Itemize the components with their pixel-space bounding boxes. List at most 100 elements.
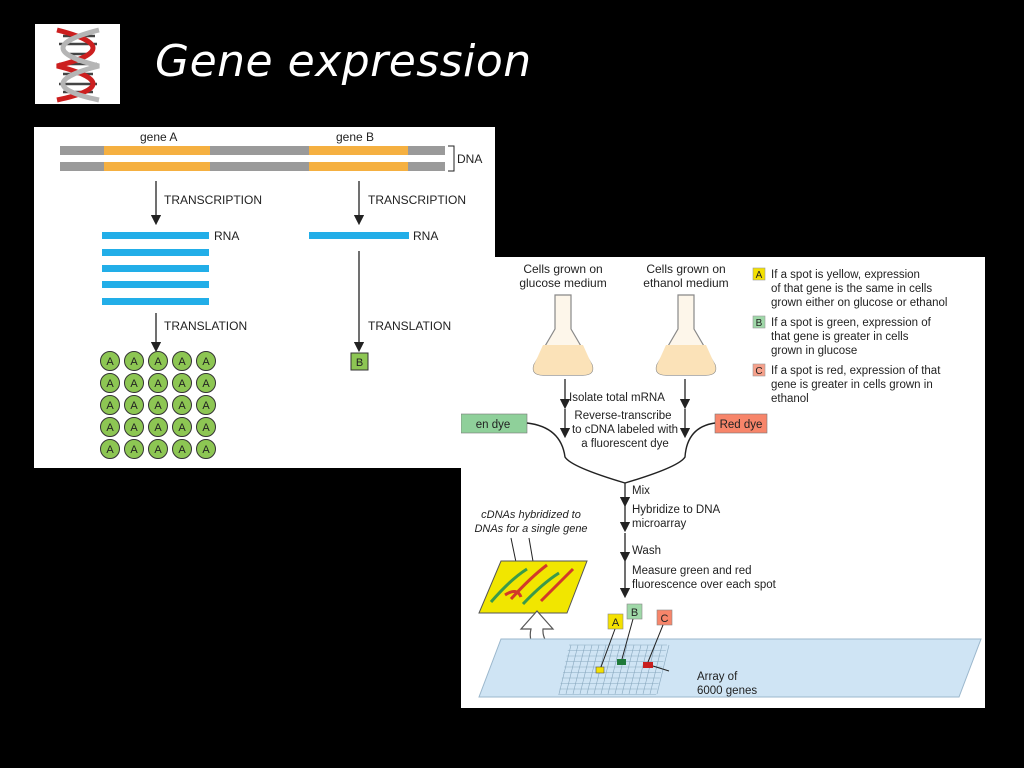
green-dye-label: en dye <box>476 419 511 431</box>
key-b-line-2: that gene is greater in cells <box>771 331 909 343</box>
protein-a-molecule <box>124 417 144 437</box>
translation-a-label: TRANSLATION <box>164 319 247 333</box>
spot-a <box>595 666 605 674</box>
step-measure-1: Measure green and red <box>632 565 752 577</box>
ethanol-flask <box>655 294 717 376</box>
step-reverse-3: a fluorescent dye <box>581 438 669 450</box>
cells-ethanol-label-1: Cells grown on <box>646 262 725 276</box>
cells-glucose-label-1: Cells grown on <box>523 262 602 276</box>
array-label-1: Array of <box>697 671 738 683</box>
dna-helix-icon <box>56 27 100 103</box>
protein-a-letter: A <box>202 422 210 434</box>
protein-a-molecule <box>196 417 216 437</box>
color-key: A If a spot is yellow, expression of tha… <box>752 267 947 405</box>
slide-title: Gene expression <box>155 36 532 87</box>
protein-a-letter: A <box>154 422 162 434</box>
protein-a-molecule <box>172 417 192 437</box>
protein-a-letter: A <box>106 356 114 368</box>
protein-a-molecule <box>100 351 120 371</box>
spot-label-c: C <box>661 613 669 625</box>
spot-c <box>643 662 653 668</box>
protein-a-letter: A <box>154 378 162 390</box>
protein-b: B <box>350 352 369 371</box>
protein-a-letter: A <box>178 422 186 434</box>
key-a-letter: A <box>756 270 763 281</box>
key-c-line-3: ethanol <box>771 393 809 405</box>
protein-a-molecule <box>100 417 120 437</box>
protein-a-molecule <box>196 439 216 459</box>
protein-a-letter: A <box>130 378 138 390</box>
key-c-line-1: If a spot is red, expression of that <box>771 365 941 377</box>
step-hybridize-2: microarray <box>632 518 687 530</box>
protein-a-molecule <box>124 439 144 459</box>
cells-glucose-label-2: glucose medium <box>519 276 606 290</box>
protein-a-molecule <box>124 351 144 371</box>
spot-b <box>617 659 626 665</box>
protein-a-molecule <box>172 439 192 459</box>
key-a-line-3: grown either on glucose or ethanol <box>771 297 947 309</box>
protein-a-molecule <box>172 373 192 393</box>
step-wash: Wash <box>632 545 661 557</box>
red-dye-label: Red dye <box>720 419 763 431</box>
protein-a-molecule <box>196 373 216 393</box>
protein-a-molecule <box>148 373 168 393</box>
protein-a-letter: A <box>178 378 186 390</box>
dna-label: DNA <box>457 152 482 166</box>
protein-a-molecule <box>172 351 192 371</box>
gene-expression-diagram: gene A gene B DNA TRANSCRIPTION TRANSCRI… <box>34 127 495 468</box>
key-a-line-1: If a spot is yellow, expression <box>771 269 920 281</box>
protein-a-molecule <box>148 439 168 459</box>
protein-a-letter: A <box>130 444 138 456</box>
protein-a-molecule <box>148 417 168 437</box>
key-c-line-2: gene is greater in cells grown in <box>771 379 933 391</box>
microarray-slide <box>478 638 982 698</box>
protein-a-letter: A <box>130 422 138 434</box>
magnified-spot <box>478 560 588 614</box>
protein-a-molecule <box>124 395 144 415</box>
step-hybridize-1: Hybridize to DNA <box>632 504 721 516</box>
spot-label-a: A <box>612 617 620 629</box>
protein-a-letter: A <box>154 444 162 456</box>
rna-b-label: RNA <box>413 229 438 243</box>
cdna-label-2: DNAs for a single gene <box>474 523 587 535</box>
rna-a-strands <box>102 232 209 305</box>
microarray-diagram: Cells grown on glucose medium Cells grow… <box>460 257 985 708</box>
protein-a-letter: A <box>106 400 114 412</box>
protein-a-molecule <box>100 395 120 415</box>
protein-a-letter: A <box>202 378 210 390</box>
key-b-line-3: grown in glucose <box>771 345 857 357</box>
cells-ethanol-label-2: ethanol medium <box>643 276 728 290</box>
glucose-flask <box>532 294 594 376</box>
protein-a-molecule <box>196 395 216 415</box>
key-a-line-2: of that gene is the same in cells <box>771 283 932 295</box>
dna-logo <box>35 24 120 104</box>
protein-a-molecule <box>148 351 168 371</box>
dna-strands <box>60 145 455 172</box>
protein-a-letter: A <box>154 400 162 412</box>
protein-a-letter: A <box>202 356 210 368</box>
translation-b-label: TRANSLATION <box>368 319 451 333</box>
protein-a-molecule <box>124 373 144 393</box>
protein-a-letter: A <box>130 356 138 368</box>
key-c-letter: C <box>755 366 762 377</box>
protein-a-letter: A <box>154 356 162 368</box>
step-reverse-1: Reverse-transcribe <box>574 410 671 422</box>
protein-a-molecule <box>196 351 216 371</box>
protein-a-molecule <box>172 395 192 415</box>
protein-a-letter: A <box>106 444 114 456</box>
protein-a-letter: A <box>202 400 210 412</box>
protein-a-molecule <box>148 395 168 415</box>
transcription-a-label: TRANSCRIPTION <box>164 193 262 207</box>
rna-b-strand <box>309 232 409 239</box>
transcription-b-label: TRANSCRIPTION <box>368 193 466 207</box>
protein-a-letter: A <box>202 444 210 456</box>
protein-b-letter: B <box>356 357 363 369</box>
step-reverse-2: to cDNA labeled with <box>572 424 678 436</box>
protein-a-molecule <box>100 373 120 393</box>
protein-a-letter: A <box>106 422 114 434</box>
rna-a-label: RNA <box>214 229 239 243</box>
spot-label-b: B <box>631 607 638 619</box>
step-measure-2: fluorescence over each spot <box>632 579 777 591</box>
gene-a-label: gene A <box>140 130 177 144</box>
